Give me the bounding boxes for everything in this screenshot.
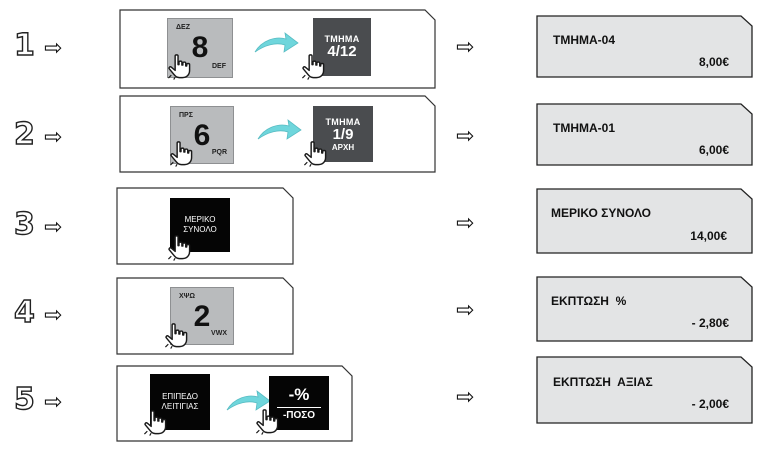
display-value: - 2,80€	[691, 316, 729, 330]
key-line-2: 1/9	[332, 125, 354, 143]
key-line-top: -%	[288, 385, 310, 404]
step-number: 5	[13, 381, 35, 417]
outline-right-arrow-icon: ⇨	[456, 385, 475, 410]
key-line-2: ΛΕΙΤΙΓΙΑΣ	[161, 402, 199, 411]
display-value: - 2,00€	[691, 397, 729, 411]
pointing-hand-icon	[164, 323, 188, 349]
display-label: ΤΜΗΜΑ-04	[553, 33, 615, 47]
display-panel-4	[536, 276, 753, 342]
key-letters-top: ΔΕΖ	[176, 24, 190, 31]
outline-right-arrow-icon: ⇨	[44, 36, 63, 61]
display-panel-2	[536, 103, 753, 166]
outline-right-arrow-icon: ⇨	[44, 390, 63, 415]
display-panel-1	[536, 15, 753, 78]
display-value: 6,00€	[698, 143, 729, 157]
key-line-1: ΕΠΙΠΕΔΟ	[162, 392, 198, 401]
key-letters-top: ΠΡΣ	[179, 112, 193, 119]
display-label: ΕΚΠΤΩΣΗ %	[551, 294, 627, 308]
curved-arrow-icon	[254, 32, 299, 53]
key-letters-bottom: DEF	[212, 63, 226, 70]
key-digit: 8	[191, 31, 209, 64]
pointing-hand-icon	[255, 409, 279, 435]
pointing-hand-icon	[167, 235, 191, 261]
outline-right-arrow-icon: ⇨	[456, 35, 475, 60]
display-value: 14,00€	[690, 229, 727, 243]
key-line-2: 4/12	[327, 43, 357, 60]
outline-right-arrow-icon: ⇨	[44, 215, 63, 240]
pointing-hand-icon	[167, 54, 191, 80]
department-key-1-9[interactable]: ΤΜΗΜΑ 1/9 ΑΡΧΗ	[313, 106, 373, 162]
outline-right-arrow-icon: ⇨	[44, 303, 63, 328]
discount-amount-key[interactable]: -% -ΠΟΣΟ	[269, 376, 329, 430]
key-line-1: ΤΜΗΜΑ	[325, 116, 361, 127]
step-number: 1	[13, 27, 35, 63]
curved-arrow-icon	[257, 119, 302, 140]
step-number: 3	[13, 206, 35, 242]
key-letters-bottom: VWX	[211, 330, 227, 337]
step-number: 2	[13, 116, 35, 152]
display-value: 8,00€	[698, 55, 729, 69]
pointing-hand-icon	[303, 141, 327, 167]
key-line-1: ΤΜΗΜΑ	[324, 34, 360, 44]
pointing-hand-icon	[301, 54, 325, 80]
key-line-2: ΣΥΝΟΛΟ	[183, 225, 217, 234]
outline-right-arrow-icon: ⇨	[44, 125, 63, 150]
outline-right-arrow-icon: ⇨	[456, 124, 475, 149]
key-line-3: ΑΡΧΗ	[331, 142, 355, 152]
pointing-hand-icon	[169, 141, 193, 167]
pointing-hand-icon	[143, 410, 167, 436]
key-divider	[277, 407, 321, 408]
display-label: ΜΕΡΙΚΟ ΣΥΝΟΛΟ	[551, 206, 652, 220]
key-digit: 2	[193, 300, 211, 333]
step-number: 4	[13, 294, 35, 330]
outline-right-arrow-icon: ⇨	[456, 298, 475, 323]
key-line-bottom: -ΠΟΣΟ	[282, 410, 316, 421]
key-letters-bottom: PQR	[211, 149, 227, 156]
outline-right-arrow-icon: ⇨	[456, 211, 475, 236]
key-line-1: ΜΕΡΙΚΟ	[184, 215, 216, 224]
display-panel-5	[536, 356, 753, 424]
display-panel-3	[536, 188, 753, 254]
key-digit: 6	[193, 119, 211, 152]
display-label: ΕΚΠΤΩΣΗ ΑΞΙΑΣ	[553, 375, 653, 389]
display-label: ΤΜΗΜΑ-01	[553, 121, 615, 135]
key-letters-top: ΧΨΩ	[179, 293, 195, 300]
